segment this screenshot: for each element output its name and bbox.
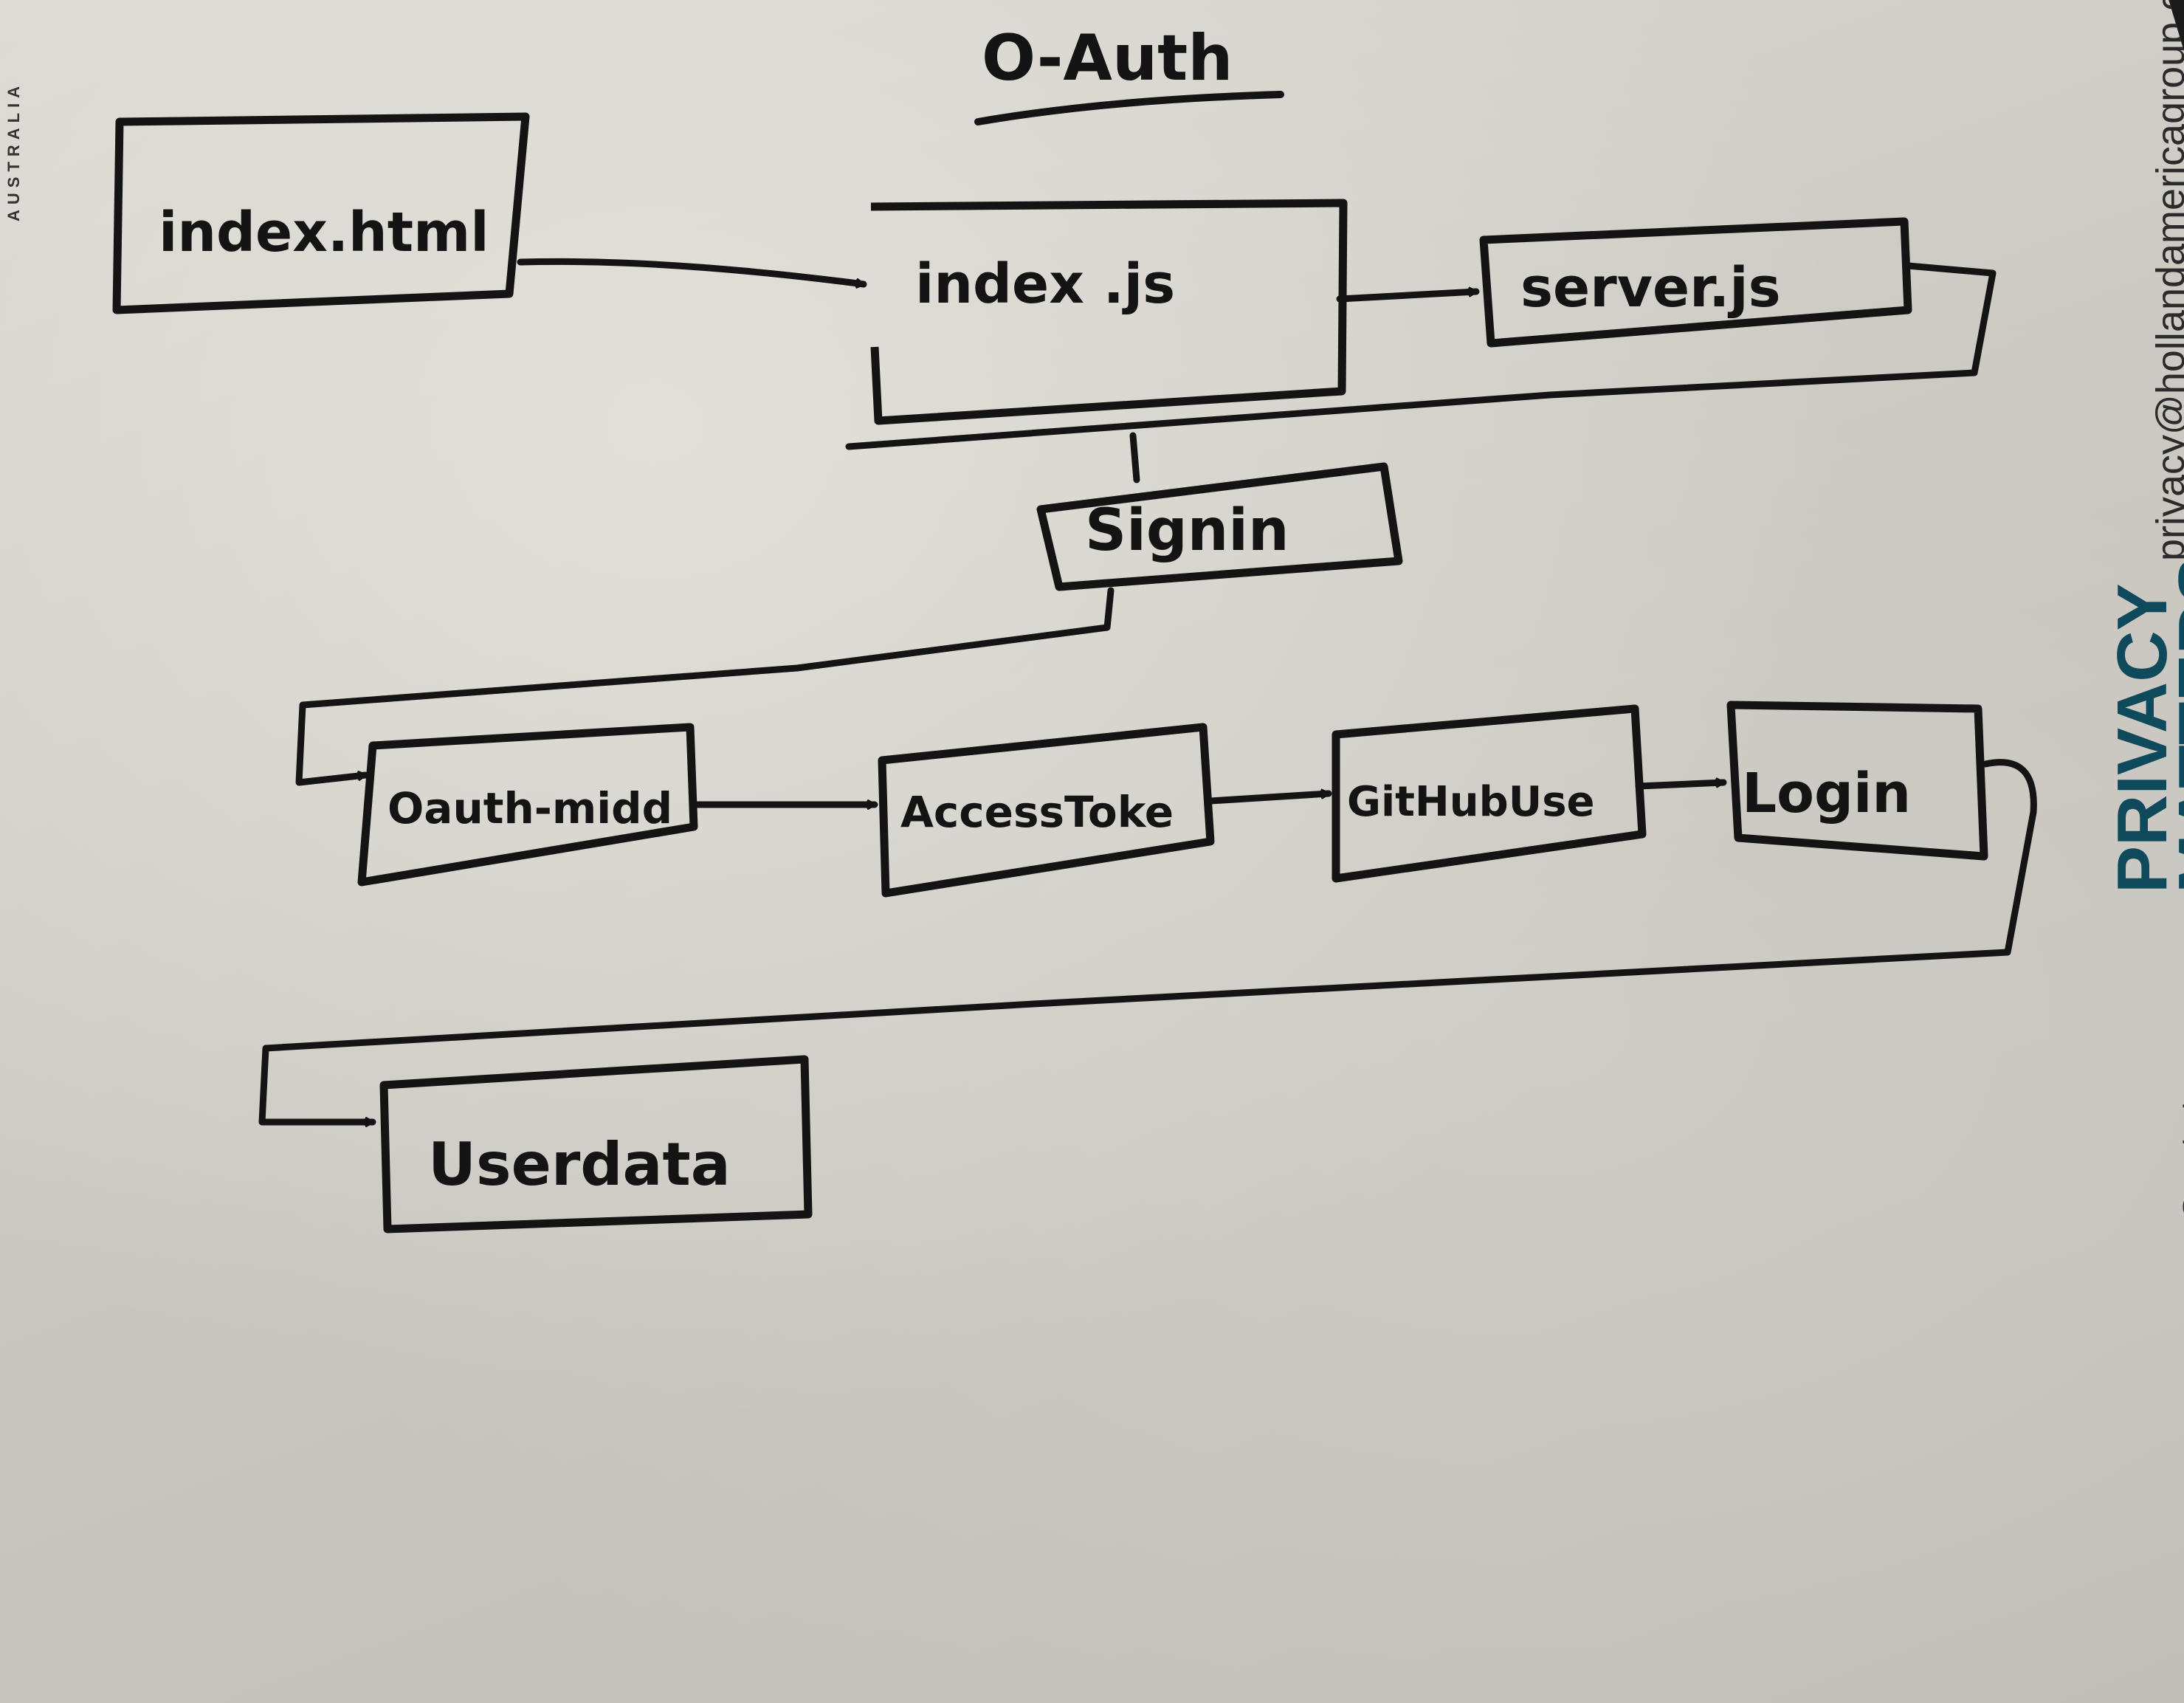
node-label: index .js	[915, 252, 1175, 316]
node-label: server.js	[1520, 256, 1781, 320]
edge-index-js-to-server-js	[1336, 292, 1480, 303]
node-box	[878, 723, 1215, 898]
edge-access-token-to-github-user	[1207, 794, 1332, 805]
printed-headline: PRIVACY MATTERS	[2103, 556, 2184, 893]
node-box	[1479, 217, 1912, 348]
printed-headline-line2: MATTERS	[2163, 556, 2184, 893]
node-label: Userdata	[428, 1130, 731, 1199]
title-underline	[974, 91, 1284, 125]
node-label: Login	[1742, 762, 1911, 825]
node-index-js: index .js	[870, 199, 1348, 425]
edge-github-user-to-login	[1635, 782, 1727, 790]
node-oauth-middleware: Oauth-midd	[357, 723, 698, 887]
node-box	[357, 723, 698, 887]
node-label: Oauth-midd	[387, 783, 672, 833]
edge-signin-to-oauth-middleware	[295, 587, 1115, 786]
diagram-title: O-Auth	[982, 21, 1233, 95]
node-access-token: AccessToke	[878, 723, 1215, 898]
node-box	[1332, 704, 1647, 883]
edge-login-to-userdata	[258, 759, 2037, 1122]
node-box	[112, 112, 530, 314]
node-userdata: Userdata	[379, 1055, 813, 1234]
node-box	[379, 1055, 813, 1234]
edge-server-js-to-signin	[845, 262, 1997, 484]
node-label: index.html	[159, 201, 489, 264]
node-box	[1036, 462, 1403, 591]
node-server-js: server.js	[1479, 217, 1912, 348]
node-box	[870, 199, 1348, 425]
node-index-html: index.html	[112, 112, 530, 314]
node-box	[1726, 701, 1988, 861]
edge-index-html-to-index-js	[517, 258, 867, 284]
node-label: Signin	[1085, 498, 1289, 564]
printed-domain-fragment: @cmbvl.com	[2177, 1028, 2184, 1226]
node-label: AccessToke	[900, 787, 1174, 837]
printed-country: AUSTRALIA	[4, 80, 23, 221]
printed-email: privacy@hollandamericagroup.com	[2149, 0, 2184, 561]
node-github-user: GitHubUse	[1332, 704, 1647, 883]
node-login: Login	[1726, 701, 1988, 861]
node-label: GitHubUse	[1347, 778, 1595, 826]
node-signin: Signin	[1036, 462, 1403, 591]
